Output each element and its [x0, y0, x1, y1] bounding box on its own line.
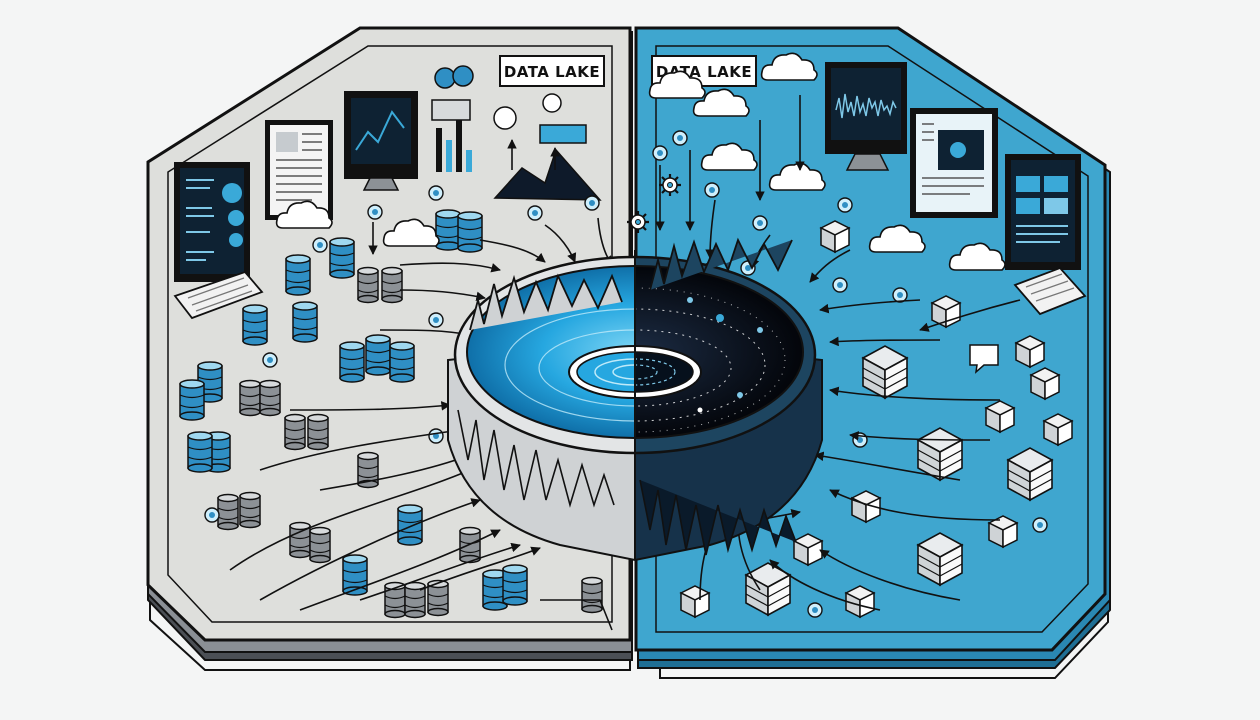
central-lake-crater — [447, 237, 823, 562]
keyboard-icon — [173, 270, 264, 320]
svg-text:DATA LAKE: DATA LAKE — [504, 63, 600, 81]
left-data-lake-label: DATA LAKE — [499, 55, 605, 87]
left-dashboard-monitor-icon — [174, 162, 250, 282]
right-document-icon — [910, 108, 998, 218]
left-monitor-icon — [344, 91, 418, 191]
right-monitor-icon — [825, 62, 907, 171]
right-data-lake-label: DATA LAKE — [651, 55, 757, 87]
left-connector-arrows — [229, 139, 613, 631]
chat-bubble-icon — [969, 344, 999, 374]
right-keyboard-icon — [1013, 266, 1087, 316]
right-dashboard-monitor-icon — [1005, 154, 1081, 270]
left-top-icons — [431, 65, 602, 201]
right-connector-arrows — [655, 95, 1021, 611]
